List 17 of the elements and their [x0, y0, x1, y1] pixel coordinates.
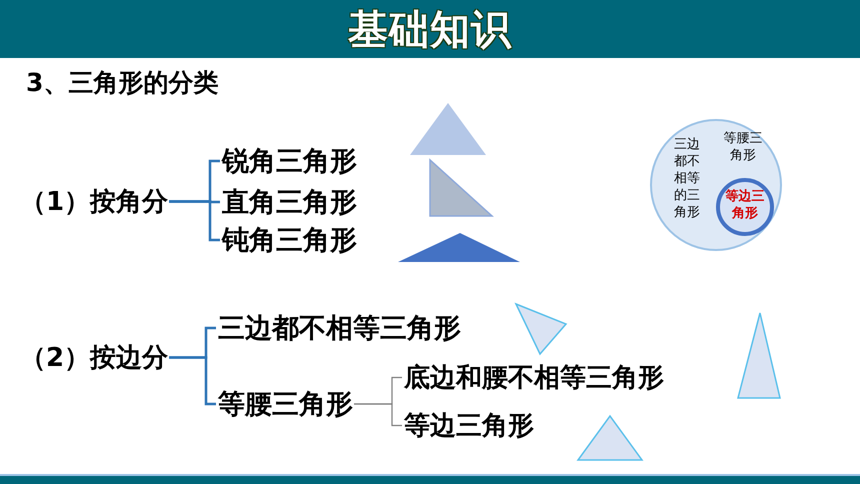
bracket-connector	[169, 200, 220, 242]
bracket-connector	[169, 356, 216, 406]
category-text: 锐角三角形	[222, 143, 357, 179]
title: 基础知识	[348, 6, 512, 54]
section-heading: 3、三角形的分类	[26, 67, 218, 99]
region-text: 等边三角形	[725, 189, 765, 223]
category-text: （1）按角分	[20, 184, 168, 219]
category-text: 底边和腰不相等三角形	[404, 360, 664, 395]
category-text: 等腰三角形	[218, 386, 353, 422]
region-text: 三边都不相等的三角形	[672, 137, 702, 222]
category-text: 钝角三角形	[222, 222, 357, 258]
category-text: 三边都不相等三角形	[218, 310, 461, 346]
category-text: （2）按边分	[20, 340, 168, 375]
bracket-connector	[354, 403, 402, 426]
region-text: 等腰三角形	[720, 131, 766, 165]
category-text: 直角三角形	[222, 184, 357, 220]
category-text: 等边三角形	[404, 408, 534, 443]
